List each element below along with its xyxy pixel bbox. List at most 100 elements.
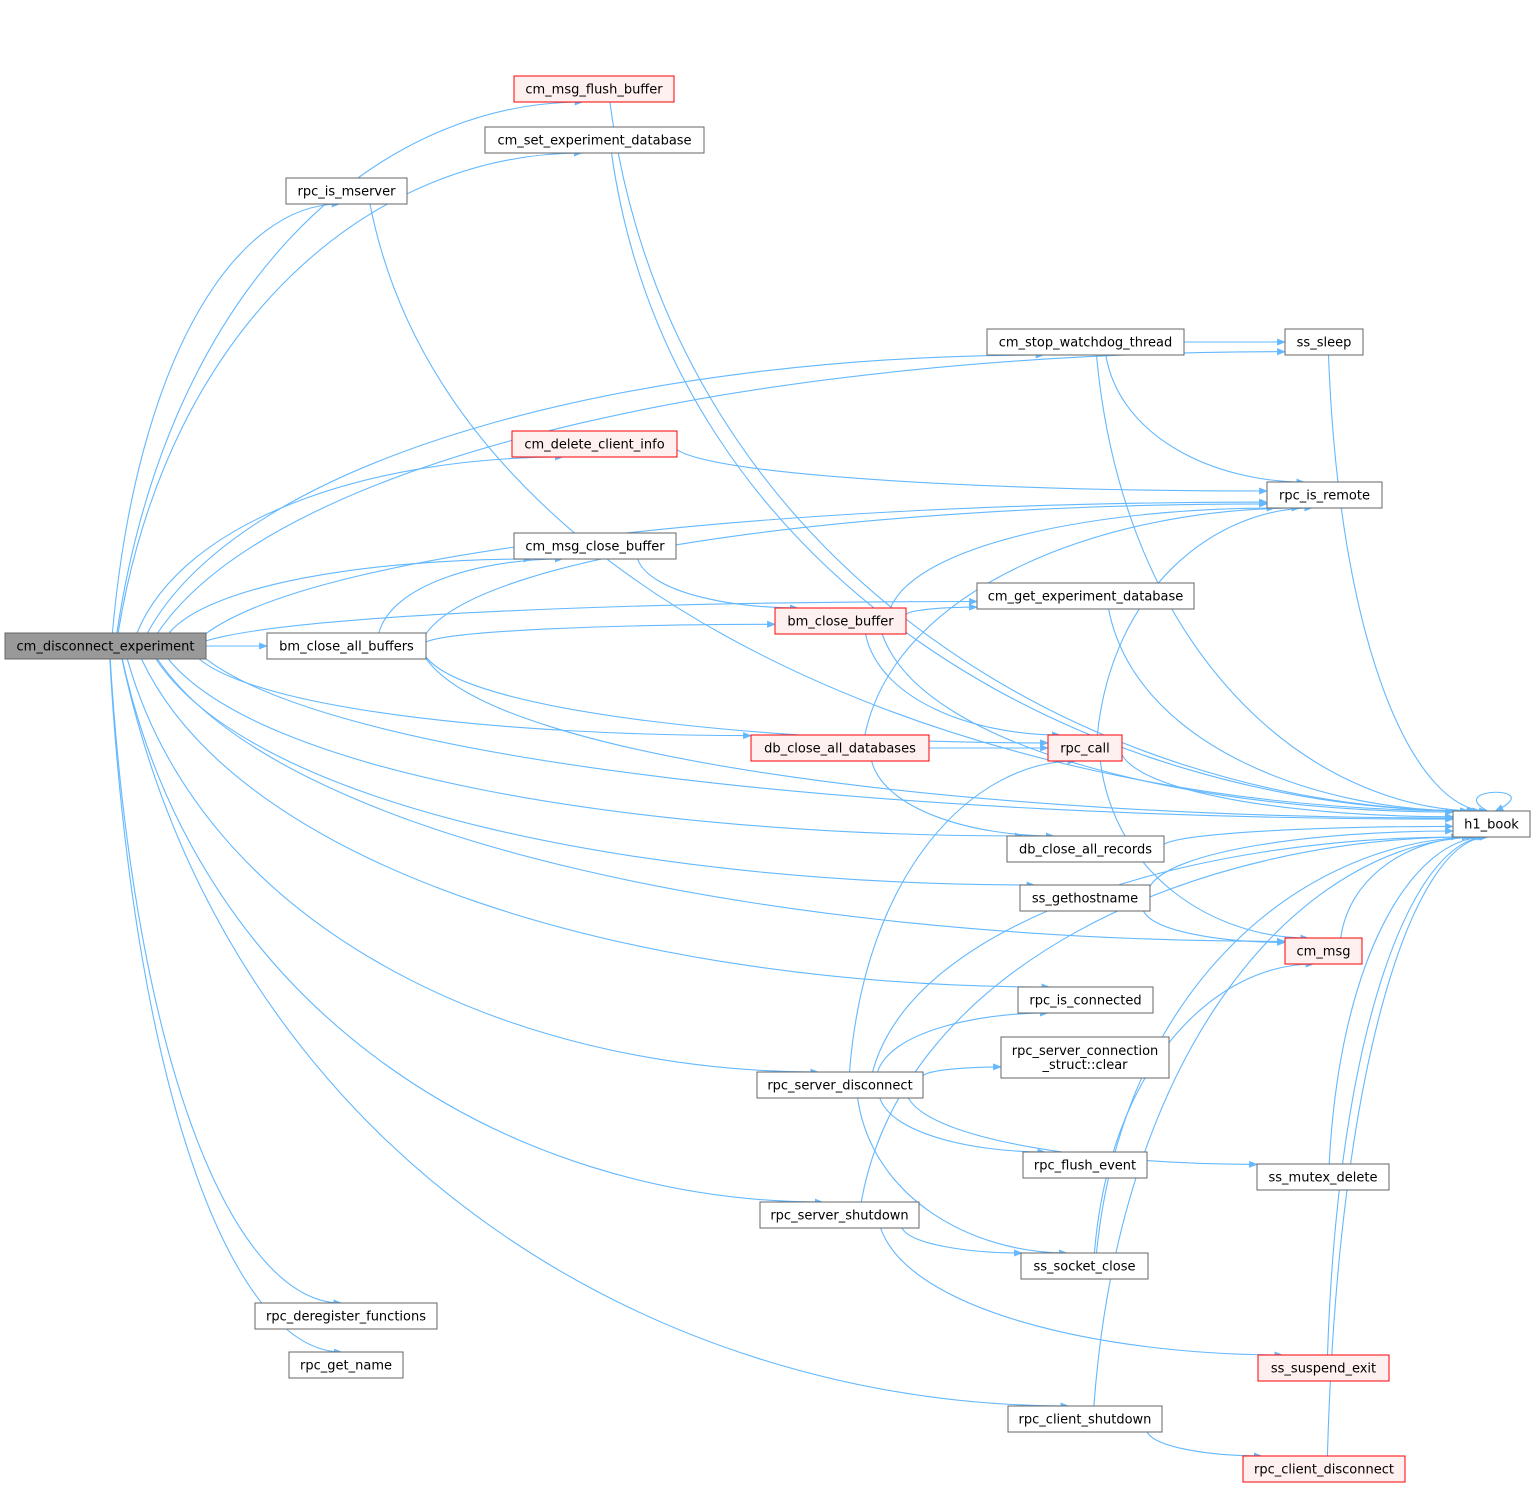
node-db-close-all-databases[interactable]: db_close_all_databases [750,734,930,762]
node-rpc-is-remote[interactable]: rpc_is_remote [1266,481,1383,509]
edge-bm_close_buffer-to-h1_book [881,633,1454,816]
edge-db_close_all_records-to-h1_book [1163,822,1454,845]
node-box [288,1351,404,1379]
node-label: cm_set_experiment_database [497,134,691,149]
node-cm-msg-flush-buffer[interactable]: cm_msg_flush_buffer [513,75,675,103]
node-rpc-server-disconnect[interactable]: rpc_server_disconnect [756,1071,924,1099]
node-layer: cm_disconnect_experiment cm_msg_flush_buf… [4,75,1531,1483]
node-db-close-all-records[interactable]: db_close_all_records [1006,835,1165,863]
node-label: ss_sleep [1297,336,1352,351]
node-rpc-server-connection-clear[interactable]: rpc_server_connection_struct::clear [1000,1036,1170,1079]
node-ss-sleep[interactable]: ss_sleep [1284,328,1364,356]
node-label: rpc_flush_event [1034,1159,1136,1174]
node-rpc-client-shutdown[interactable]: rpc_client_shutdown [1007,1405,1163,1433]
edge-cm_disconnect_experiment-to-cm_get_experiment_database [205,597,978,642]
edge-cm_disconnect_experiment-to-rpc_is_remote [205,498,1268,635]
node-box [1019,884,1151,912]
node-cm-msg-close-buffer[interactable]: cm_msg_close_buffer [513,532,677,560]
node-box [759,1201,920,1229]
node-rpc-server-shutdown[interactable]: rpc_server_shutdown [759,1201,920,1229]
edge-rpc_server_disconnect-to-rpc_call [848,757,1077,1073]
edge-bm_close_buffer-to-cm_get_experiment_database [905,603,978,615]
edge-cm_disconnect_experiment-to-cm_msg [156,658,1286,945]
node-rpc-get-name[interactable]: rpc_get_name [288,1351,404,1379]
edge-cm_disconnect_experiment-to-cm_msg_flush_buffer [116,98,584,634]
node-label: cm_disconnect_experiment [17,640,195,655]
edge-cm_disconnect_experiment-to-rpc_client_shutdown [121,658,1070,1410]
node-ss-suspend-exit[interactable]: ss_suspend_exit [1257,1354,1390,1382]
edge-cm_disconnect_experiment-to-h1_book [205,658,1454,823]
edge-cm_disconnect_experiment-to-rpc_get_name [109,658,343,1356]
edge-rpc_server_disconnect-to-rpc_server_connection_clear [922,1063,1002,1077]
node-label: cm_get_experiment_database [988,590,1184,605]
node-label: rpc_get_name [300,1359,392,1374]
edge-cm_msg_flush_buffer-to-h1_book [609,101,1477,815]
node-box [1452,810,1531,838]
node-label: rpc_client_disconnect [1254,1463,1394,1478]
node-label: cm_stop_watchdog_thread [999,336,1173,351]
node-cm-set-experiment-database[interactable]: cm_set_experiment_database [484,126,705,154]
node-label: rpc_is_mserver [298,185,397,200]
edge-layer [109,98,1512,1460]
node-cm-get-experiment-database[interactable]: cm_get_experiment_database [976,582,1195,610]
node-rpc-flush-event[interactable]: rpc_flush_event [1022,1151,1148,1179]
node-h1-book[interactable]: h1_book [1452,810,1531,838]
node-box [484,126,705,154]
edge-cm_set_experiment_database-to-h1_book [610,152,1476,815]
edge-cm_disconnect_experiment-to-rpc_is_mserver [111,200,341,634]
node-label: ss_gethostname [1032,892,1138,907]
node-box [513,75,675,103]
node-label: rpc_is_remote [1279,489,1370,504]
edge-cm_disconnect_experiment-to-ss_sleep [157,348,1286,634]
edge-db_close_all_databases-to-rpc_is_remote [864,504,1301,736]
node-cm-disconnect-experiment[interactable]: cm_disconnect_experiment [4,632,207,660]
node-label: rpc_server_disconnect [767,1079,912,1094]
node-rpc-is-mserver[interactable]: rpc_is_mserver [285,177,408,205]
edge-ss_gethostname-to-h1_book [1149,827,1454,887]
edge-ss_socket_close-to-cm_msg [1093,960,1315,1254]
edge-ss_gethostname-to-cm_msg [1143,910,1286,946]
node-cm-msg[interactable]: cm_msg [1284,937,1363,965]
node-box [285,177,408,205]
edge-cm_disconnect_experiment-to-rpc_is_connected [141,658,1051,991]
node-box [1257,1354,1390,1382]
node-label: cm_msg_flush_buffer [525,83,663,98]
node-rpc-client-disconnect[interactable]: rpc_client_disconnect [1242,1455,1406,1483]
node-box [774,607,907,635]
edge-rpc_call-to-h1_book [1121,754,1454,821]
edge-cm_disconnect_experiment-to-cm_set_experiment_database [117,149,583,634]
node-box [1284,937,1363,965]
edge-bm_close_all_buffers-to-h1_book [425,658,1454,822]
node-box [266,632,427,660]
edge-cm_disconnect_experiment-to-rpc_server_shutdown [121,658,824,1206]
node-rpc-deregister-functions[interactable]: rpc_deregister_functions [254,1302,438,1330]
edge-rpc_client_disconnect-to-h1_book [1326,833,1489,1457]
node-box [1020,1252,1149,1280]
node-label: bm_close_buffer [787,615,894,630]
node-label: cm_delete_client_info [524,438,664,453]
node-ss-mutex-delete[interactable]: ss_mutex_delete [1256,1163,1390,1191]
edge-rpc_server_shutdown-to-h1_book [860,833,1471,1203]
edge-cm_disconnect_experiment-to-rpc_server_disconnect [126,658,820,1076]
node-box [1266,481,1383,509]
node-bm-close-buffer[interactable]: bm_close_buffer [774,607,907,635]
edge-cm_disconnect_experiment-to-cm_msg_close_buffer [168,555,533,634]
edge-ss_socket_close-to-h1_book [1095,833,1481,1254]
edge-cm_disconnect_experiment-to-cm_delete_client_info [136,453,564,634]
node-label: cm_msg [1297,945,1351,960]
node-box [1256,1163,1390,1191]
edge-ss_suspend_exit-to-h1_book [1326,833,1489,1356]
node-label: rpc_call [1060,742,1110,757]
node-cm-stop-watchdog-thread[interactable]: cm_stop_watchdog_thread [986,328,1185,356]
node-cm-delete-client-info[interactable]: cm_delete_client_info [511,430,678,458]
node-rpc-call[interactable]: rpc_call [1047,734,1123,762]
node-rpc-is-connected[interactable]: rpc_is_connected [1017,986,1154,1014]
node-ss-socket-close[interactable]: ss_socket_close [1020,1252,1149,1280]
node-box [254,1302,438,1330]
node-box [1284,328,1364,356]
edge-rpc_client_shutdown-to-h1_book [1093,833,1484,1407]
node-bm-close-all-buffers[interactable]: bm_close_all_buffers [266,632,427,660]
node-label: rpc_client_shutdown [1019,1413,1152,1428]
node-ss-gethostname[interactable]: ss_gethostname [1019,884,1151,912]
node-box [1007,1405,1163,1433]
